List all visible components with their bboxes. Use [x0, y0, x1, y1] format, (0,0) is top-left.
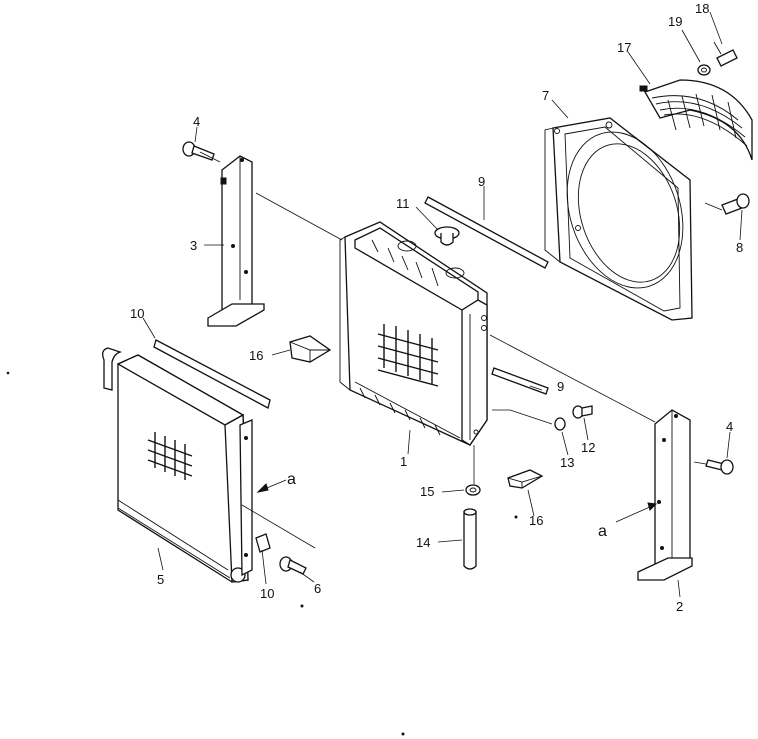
- clip-10-lower: [255, 533, 271, 553]
- callout-4-upper: 4: [193, 114, 200, 129]
- callout-3: 3: [190, 238, 197, 253]
- bracket-3: [207, 155, 265, 327]
- callout-10-lower: 10: [260, 586, 274, 601]
- callout-14: 14: [416, 535, 430, 550]
- callout-10-upper: 10: [130, 306, 144, 321]
- bolt-6: [279, 556, 307, 575]
- radiator: [339, 221, 488, 446]
- callout-labels: 1 2 3 4 4 5 6 7 8 9 9 10 10 11 12 13 14 …: [130, 1, 743, 614]
- callout-8: 8: [736, 240, 743, 255]
- view-arrow-a-left: [256, 479, 287, 493]
- oil-cooler: [102, 347, 253, 583]
- spacer-16-left: [289, 335, 332, 363]
- callout-11: 11: [396, 196, 410, 211]
- callout-13: 13: [560, 455, 574, 470]
- bracket-2: [637, 409, 693, 581]
- leader-lines: [142, 11, 743, 598]
- radiator-core-grid: [377, 324, 439, 387]
- assembly-lines: [199, 151, 723, 549]
- rubber-strip-9-upper: [424, 196, 549, 269]
- spacer-16-right: [507, 469, 544, 489]
- bolt-8: [721, 193, 750, 215]
- fan-shroud: [544, 117, 693, 321]
- washer-19: [697, 64, 711, 76]
- clamp-15: [465, 484, 481, 496]
- bolt-4-lower: [705, 459, 734, 475]
- rubber-strip-10-upper: [153, 339, 271, 409]
- callout-18: 18: [695, 1, 709, 16]
- callout-12: 12: [581, 440, 595, 455]
- callout-2: 2: [676, 599, 683, 614]
- callout-15: 15: [420, 484, 434, 499]
- callout-16-right: 16: [529, 513, 543, 528]
- callout-5: 5: [157, 572, 164, 587]
- drain-plug-12: [572, 405, 593, 419]
- view-label-a-left: a: [287, 471, 296, 488]
- o-ring-13: [554, 417, 566, 431]
- callout-7: 7: [542, 88, 549, 103]
- fan-guard: [639, 79, 753, 161]
- callout-19: 19: [668, 14, 682, 29]
- callout-9-lower: 9: [557, 379, 564, 394]
- bolt-18: [713, 41, 738, 67]
- bolt-4-upper: [182, 141, 215, 161]
- callout-1: 1: [400, 454, 407, 469]
- rubber-strip-9-lower: [491, 367, 549, 395]
- view-label-a-right: a: [598, 523, 607, 540]
- callout-4-lower: 4: [726, 419, 733, 434]
- view-arrow-a-right: [615, 502, 658, 523]
- radiator-cap: [434, 226, 460, 246]
- oil-cooler-core-grid: [147, 432, 193, 480]
- callout-9-upper: 9: [478, 174, 485, 189]
- callout-6: 6: [314, 581, 321, 596]
- hose-14: [463, 508, 477, 570]
- callout-17: 17: [617, 40, 631, 55]
- callout-16-left: 16: [249, 348, 263, 363]
